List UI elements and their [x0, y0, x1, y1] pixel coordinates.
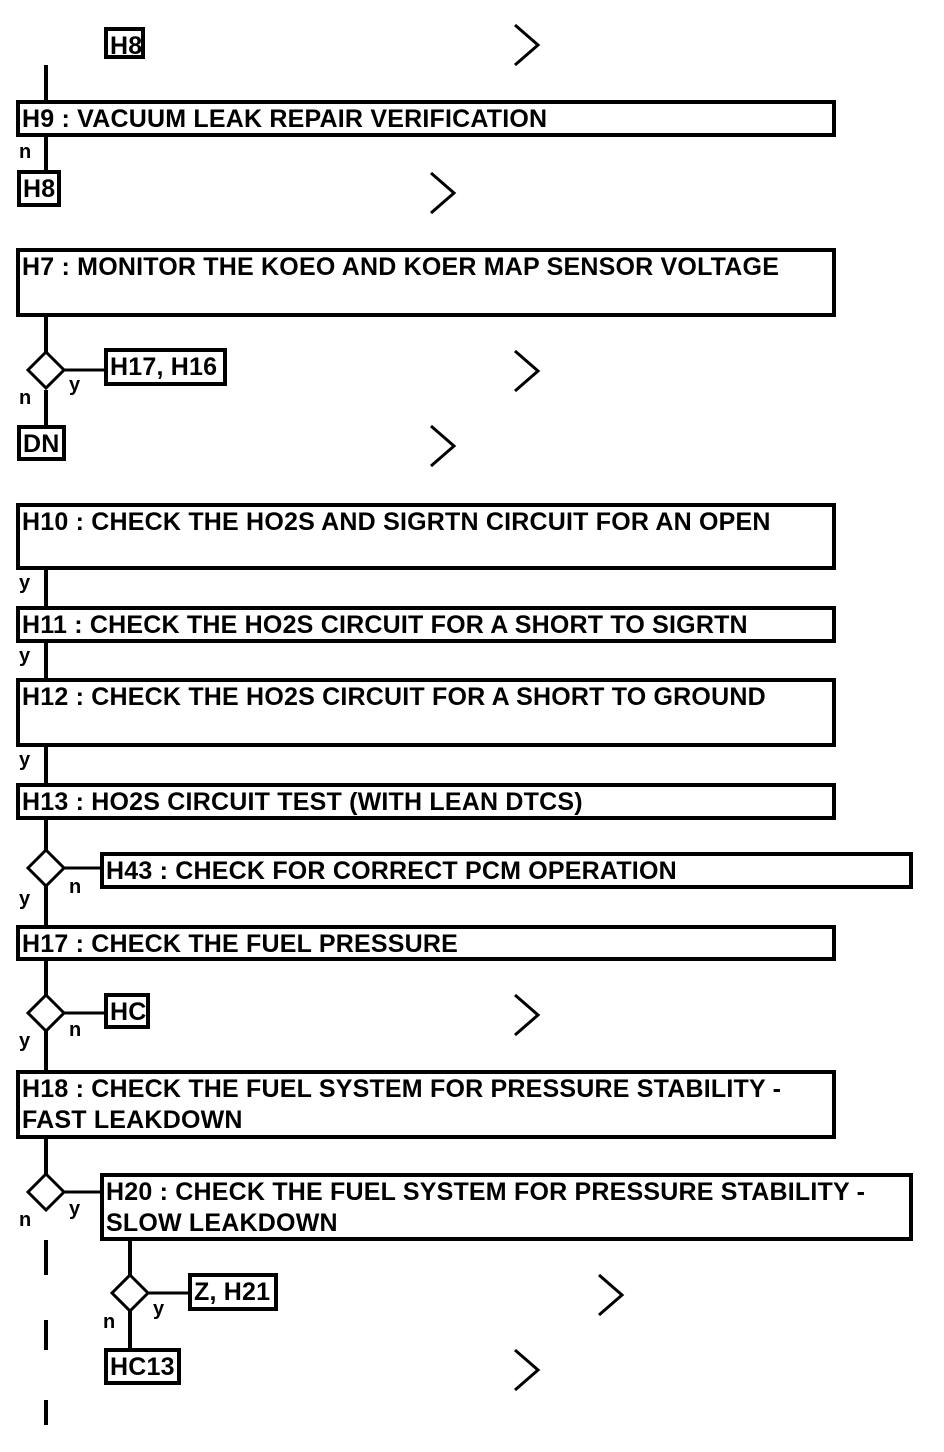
decision-diamond — [109, 1272, 151, 1314]
step-ref-h8[interactable]: H8 — [104, 27, 145, 60]
branch-label-no: n — [19, 141, 32, 163]
chevron-right-icon — [514, 23, 541, 67]
chevron-right-icon — [514, 993, 541, 1037]
chevron-right-icon — [514, 349, 541, 393]
step-ref-dn[interactable]: DN — [17, 425, 66, 461]
branch-label-no: n — [69, 876, 82, 898]
branch-label-yes: y — [19, 749, 31, 771]
decision-diamond — [25, 847, 67, 889]
chevron-right-icon — [430, 171, 457, 215]
branch-label-no: n — [103, 1311, 116, 1333]
branch-label-yes: y — [153, 1298, 165, 1320]
step-h18[interactable]: H18 : CHECK THE FUEL SYSTEM FOR PRESSURE… — [16, 1070, 836, 1139]
branch-label-yes: y — [69, 1198, 81, 1220]
branch-label-yes: y — [19, 645, 31, 667]
branch-label-no: n — [19, 387, 32, 409]
step-h43[interactable]: H43 : CHECK FOR CORRECT PCM OPERATION — [100, 852, 913, 889]
step-h7[interactable]: H7 : MONITOR THE KOEO AND KOER MAP SENSO… — [16, 248, 836, 317]
chevron-right-icon — [598, 1273, 625, 1317]
decision-diamond — [25, 992, 67, 1034]
branch-label-yes: y — [69, 374, 81, 396]
branch-label-yes: y — [19, 572, 31, 594]
step-h13[interactable]: H13 : HO2S CIRCUIT TEST (WITH LEAN DTCS) — [16, 783, 836, 820]
branch-label-yes: y — [19, 888, 31, 910]
branch-label-no: n — [69, 1019, 82, 1041]
branch-label-yes: y — [19, 1030, 31, 1052]
step-h9[interactable]: H9 : VACUUM LEAK REPAIR VERIFICATION — [16, 100, 836, 137]
step-h17[interactable]: H17 : CHECK THE FUEL PRESSURE — [16, 925, 836, 961]
chevron-right-icon — [514, 1348, 541, 1392]
decision-diamonds — [25, 349, 151, 1314]
step-h10[interactable]: H10 : CHECK THE HO2S AND SIGRTN CIRCUIT … — [16, 503, 836, 570]
step-ref-h17-h16[interactable]: H17, H16 — [104, 348, 227, 386]
step-ref-h8[interactable]: H8 — [17, 170, 61, 207]
step-ref-z-h21[interactable]: Z, H21 — [188, 1273, 278, 1311]
step-h12[interactable]: H12 : CHECK THE HO2S CIRCUIT FOR A SHORT… — [16, 678, 836, 747]
step-h20[interactable]: H20 : CHECK THE FUEL SYSTEM FOR PRESSURE… — [100, 1173, 913, 1241]
step-h11[interactable]: H11 : CHECK THE HO2S CIRCUIT FOR A SHORT… — [16, 606, 836, 643]
branch-label-no: n — [19, 1209, 32, 1231]
chevron-right-icon — [430, 424, 457, 468]
decision-diamond — [25, 349, 67, 391]
step-ref-hc[interactable]: HC — [104, 993, 150, 1029]
decision-diamond — [25, 1171, 67, 1213]
step-ref-hc13[interactable]: HC13 — [104, 1348, 181, 1385]
